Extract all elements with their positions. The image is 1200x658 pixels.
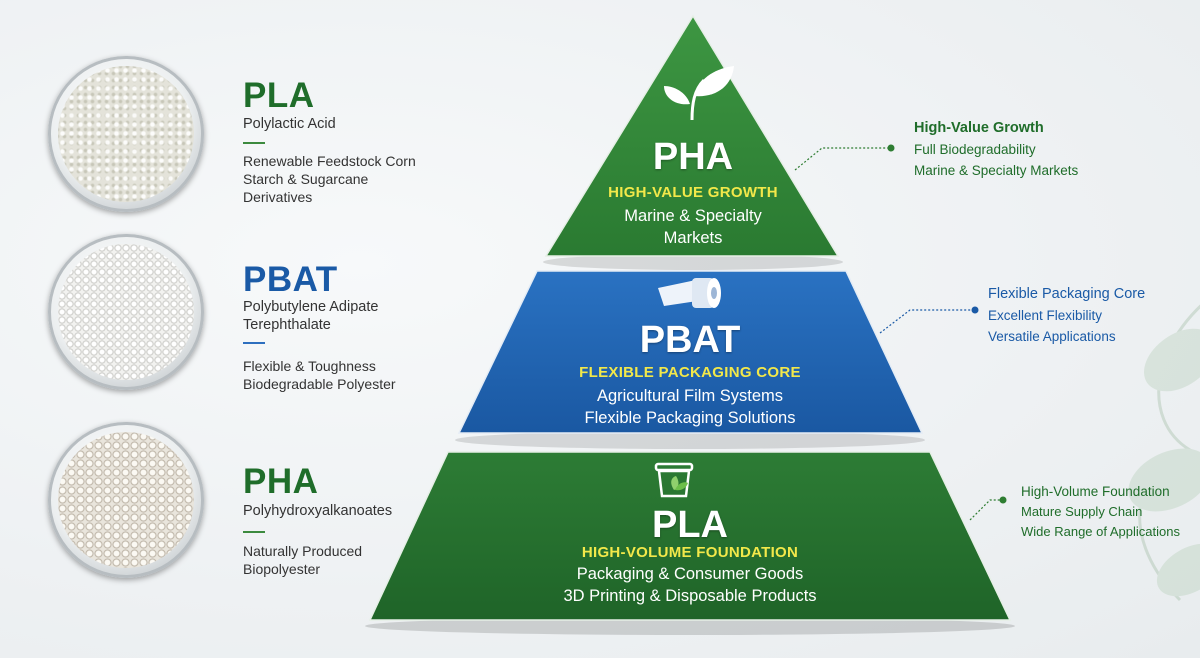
callout-line: Marine & Specialty Markets <box>914 163 1079 178</box>
callout-line: Wide Range of Applications <box>1021 524 1180 539</box>
tier-line: Flexible Packaging Solutions <box>584 409 796 427</box>
callout-heading: Flexible Packaging Core <box>988 286 1146 302</box>
pyramid-tier-top <box>544 14 840 257</box>
legend-full-name: Polyhydroxyalkanoates <box>243 503 393 519</box>
callout-line: Full Biodegradability <box>914 142 1036 157</box>
pyramid-tier-middle-content: PBAT FLEXIBLE PACKAGING CORE Agricultura… <box>490 315 890 430</box>
tier-title: PBAT <box>639 319 741 361</box>
legend-item-pla: PLA Polylactic Acid Renewable Feedstock … <box>0 50 420 220</box>
pyramid-tier-middle <box>457 270 924 434</box>
tier-line: Agricultural Film Systems <box>596 387 784 405</box>
leaf-icon <box>664 66 734 121</box>
connector-dot-top <box>887 144 895 152</box>
connector-line-top <box>794 147 890 171</box>
legend-item-pha: PHA Polyhydroxyalkanoates Naturally Prod… <box>0 420 420 590</box>
legend-divider <box>243 342 265 344</box>
callout-line: Mature Supply Chain <box>1021 504 1143 519</box>
tier-tagline: FLEXIBLE PACKAGING CORE <box>579 364 801 381</box>
callout-top: High-Value Growth Full Biodegradability … <box>914 118 1078 181</box>
legend-full-name: Polylactic Acid <box>243 116 336 132</box>
connector-dot-middle <box>971 306 979 314</box>
tier-title: PLA <box>652 504 728 546</box>
tier-line: Marine & Specialty <box>624 207 762 225</box>
tier-line: Markets <box>663 229 723 247</box>
legend-item-pbat: PBAT Polybutylene Adipate Terephthalate … <box>0 232 420 402</box>
legend-title: PBAT <box>243 260 338 299</box>
tier-tagline: HIGH-VALUE GROWTH <box>608 184 778 201</box>
pyramid-tier-top-content: PHA HIGH-VALUE GROWTH Marine & Specialty… <box>553 130 833 255</box>
tier-line: Packaging & Consumer Goods <box>576 565 804 583</box>
tier-tagline: HIGH-VOLUME FOUNDATION <box>581 544 799 561</box>
film-roll-icon <box>658 278 721 308</box>
legend-description: Flexible & Toughness Biodegradable Polye… <box>243 358 396 392</box>
callout-middle: Flexible Packaging Core Excellent Flexib… <box>988 284 1145 347</box>
callout-line: Versatile Applications <box>988 329 1116 344</box>
legend-title: PLA <box>243 76 315 115</box>
tier-line: 3D Printing & Disposable Products <box>563 587 817 605</box>
callout-bottom: High-Volume Foundation Mature Supply Cha… <box>1021 482 1180 542</box>
connector-line-bottom <box>969 499 1003 521</box>
callout-heading: High-Volume Foundation <box>1021 484 1170 499</box>
pla-pellet-dish-image <box>48 56 204 212</box>
legend-description: Naturally Produced Biopolyester <box>243 543 363 577</box>
legend-full-name: Polybutylene Adipate Terephthalate <box>243 299 379 333</box>
legend-description: Renewable Feedstock Corn Starch & Sugarc… <box>243 153 416 205</box>
connector-dot-bottom <box>999 496 1007 504</box>
legend-title: PHA <box>243 462 319 501</box>
legend-divider <box>243 142 265 144</box>
tier-title: PHA <box>652 136 734 178</box>
container-icon <box>654 462 694 498</box>
pyramid-tier-bottom-content: PLA HIGH-VOLUME FOUNDATION Packaging & C… <box>470 502 910 617</box>
legend-divider <box>243 531 265 533</box>
background-leaf-icon <box>1128 304 1200 602</box>
pha-pellet-dish-image <box>48 422 204 578</box>
callout-heading: High-Value Growth <box>914 120 1044 136</box>
pbat-pellet-dish-image <box>48 234 204 390</box>
pyramid-tier-bottom <box>368 451 1012 621</box>
connector-line-middle <box>879 309 975 334</box>
callout-line: Excellent Flexibility <box>988 308 1103 323</box>
